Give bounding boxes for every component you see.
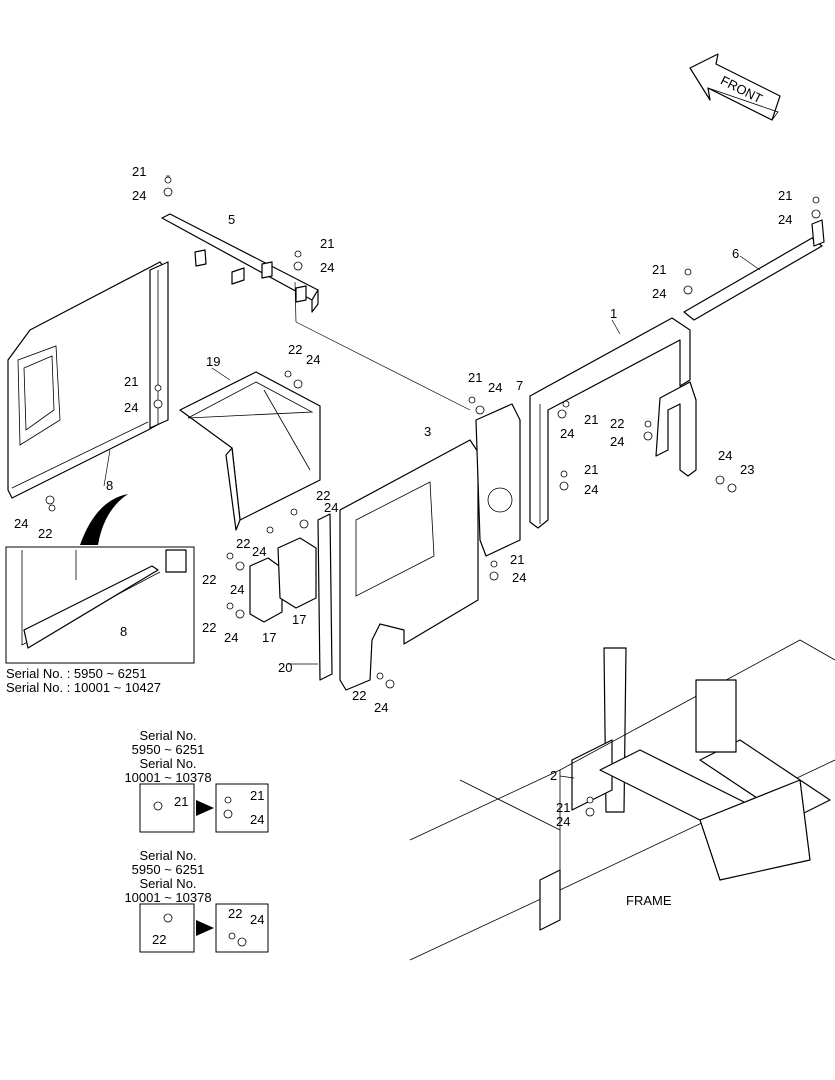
callout-6: 6	[732, 246, 739, 261]
callout-21: 21	[652, 262, 666, 277]
callout-22: 22	[610, 416, 624, 431]
part-20-strip	[317, 513, 333, 681]
callout-21: 21	[556, 800, 570, 815]
part-17-blocks	[249, 537, 317, 623]
callout-24: 24	[124, 400, 138, 415]
serial-a-line-1: Serial No.	[139, 728, 196, 743]
callout-21: 21	[250, 788, 264, 803]
callout-24: 24	[610, 434, 624, 449]
callout-24: 24	[250, 812, 264, 827]
callout-22: 22	[152, 932, 166, 947]
part-6-right-bar	[683, 219, 825, 321]
callout-17: 17	[292, 612, 306, 627]
callout-8: 8	[120, 624, 127, 639]
serial-a-line-3: Serial No.	[139, 756, 196, 771]
serial-b-line-1: Serial No.	[139, 848, 196, 863]
callout-5: 5	[228, 212, 235, 227]
part-2-post	[571, 647, 627, 813]
part-8-left-panel	[7, 261, 169, 499]
callout-8: 8	[106, 478, 113, 493]
serial-b-line-3: Serial No.	[139, 876, 196, 891]
callout-24: 24	[488, 380, 502, 395]
serial-a-line-4: 10001 ~ 10378	[124, 770, 211, 785]
machine-frame	[409, 639, 835, 961]
callout-24: 24	[652, 286, 666, 301]
serial-box-a: Serial No. 5950 ~ 6251 Serial No. 10001 …	[124, 728, 269, 833]
callout-3: 3	[424, 424, 431, 439]
frame-label: FRAME	[626, 893, 672, 908]
callout-24: 24	[584, 482, 598, 497]
callout-24: 24	[778, 212, 792, 227]
callout-24: 24	[252, 544, 266, 559]
part-3-center-panel	[339, 439, 479, 691]
callout-2: 2	[550, 768, 557, 783]
callout-24: 24	[512, 570, 526, 585]
serial-a-line-2: 5950 ~ 6251	[132, 742, 205, 757]
callout-24: 24	[560, 426, 574, 441]
serial-b-line-2: 5950 ~ 6251	[132, 862, 205, 877]
callout-21: 21	[468, 370, 482, 385]
callout-22: 22	[202, 572, 216, 587]
callout-22: 22	[236, 536, 250, 551]
callout-24: 24	[14, 516, 28, 531]
serial-inset-line-1: Serial No. : 5950 ~ 6251	[6, 666, 147, 681]
part-1-right-frame	[529, 317, 697, 529]
serial-box-b: Serial No. 5950 ~ 6251 Serial No. 10001 …	[124, 848, 269, 953]
callout-1: 1	[610, 306, 617, 321]
callout-23: 23	[740, 462, 754, 477]
callout-24: 24	[306, 352, 320, 367]
callout-22: 22	[38, 526, 52, 541]
serial-inset-line-2: Serial No. : 10001 ~ 10427	[6, 680, 161, 695]
callout-21: 21	[778, 188, 792, 203]
callout-21: 21	[132, 164, 146, 179]
callout-22: 22	[228, 906, 242, 921]
callout-21: 21	[320, 236, 334, 251]
callout-22: 22	[202, 620, 216, 635]
callout-20: 20	[278, 660, 292, 675]
callout-22: 22	[288, 342, 302, 357]
serial-b-line-4: 10001 ~ 10378	[124, 890, 211, 905]
callout-21: 21	[584, 462, 598, 477]
callout-21: 21	[124, 374, 138, 389]
callout-24: 24	[556, 814, 570, 829]
callout-24: 24	[324, 500, 338, 515]
callout-21: 21	[510, 552, 524, 567]
leader-lines	[103, 175, 761, 779]
part-19-cover	[179, 371, 321, 531]
callout-24: 24	[374, 700, 388, 715]
callout-24: 24	[718, 448, 732, 463]
callout-24: 24	[224, 630, 238, 645]
callout-24: 24	[320, 260, 334, 275]
callout-21: 21	[174, 794, 188, 809]
callout-21: 21	[584, 412, 598, 427]
callout-labels: 21 24 5 21 24 21 24 19 22 24 8 24 22 8 2…	[14, 164, 792, 829]
callout-7: 7	[516, 378, 523, 393]
part-5-upper-bracket	[161, 213, 319, 313]
callout-24: 24	[250, 912, 264, 927]
callout-22: 22	[316, 488, 330, 503]
callout-19: 19	[206, 354, 220, 369]
callout-24: 24	[230, 582, 244, 597]
hardware-fasteners	[45, 176, 821, 817]
inset-detail-part-8	[5, 494, 195, 664]
callout-17: 17	[262, 630, 276, 645]
part-7-bracket	[475, 403, 521, 557]
callout-22: 22	[352, 688, 366, 703]
front-arrow: FRONT	[689, 53, 781, 121]
callout-24: 24	[132, 188, 146, 203]
